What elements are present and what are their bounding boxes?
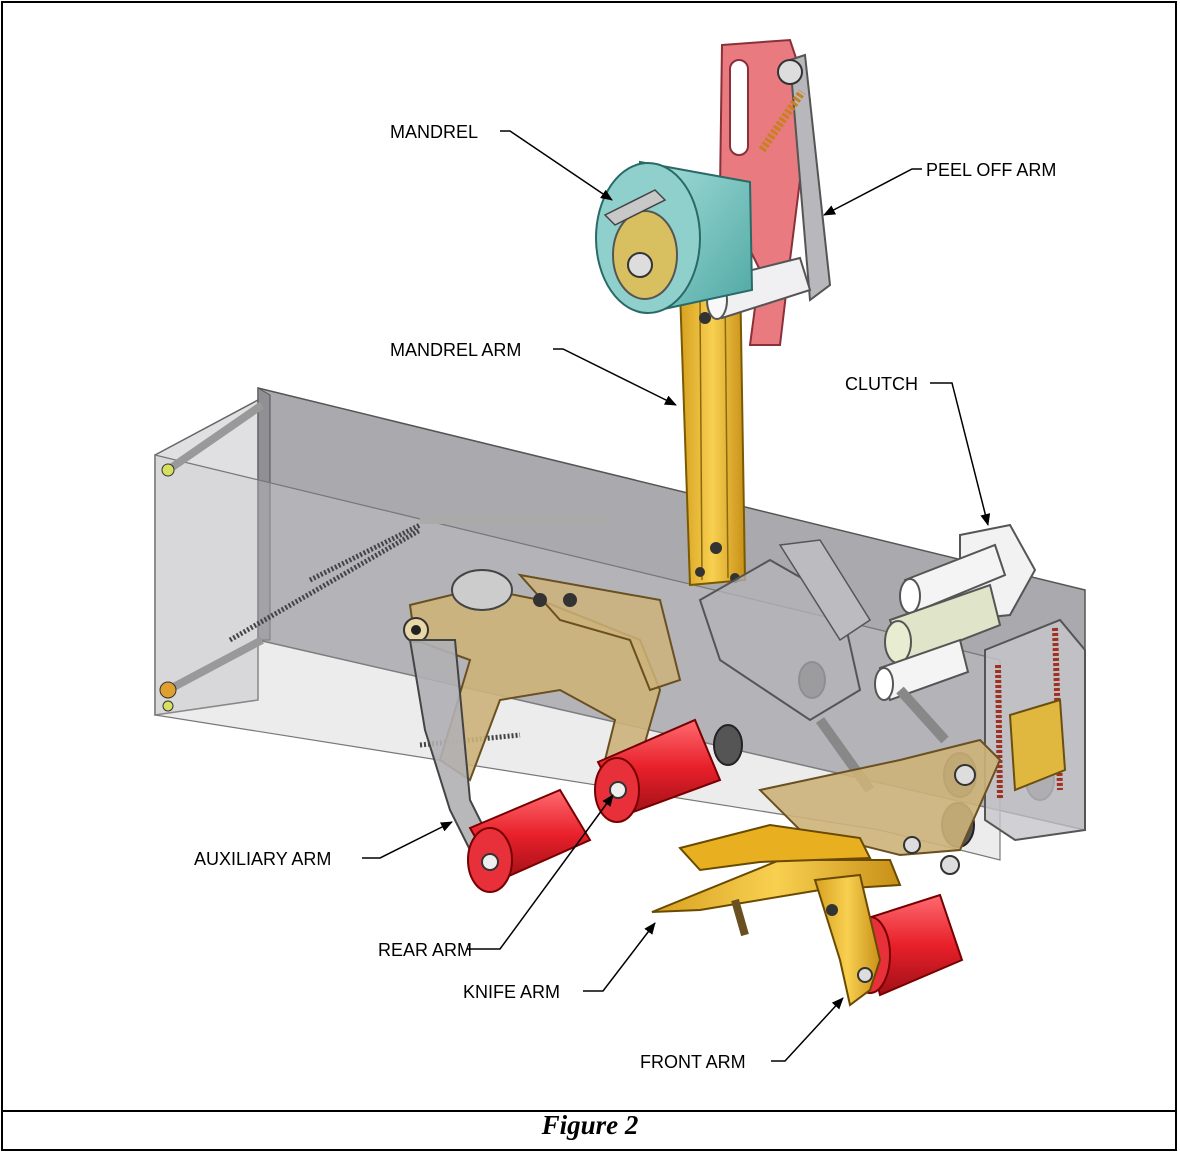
knife-arm-part — [651, 823, 902, 937]
standoff-rods — [159, 401, 610, 712]
leader-lines — [362, 130, 991, 1062]
label-knife-arm: KNIFE ARM — [463, 982, 560, 1002]
leader-knife-arm — [583, 922, 656, 992]
clutch-part — [874, 523, 1037, 702]
label-mandrel: MANDREL — [390, 122, 478, 142]
leader-mandrel — [500, 130, 613, 201]
red-rollers — [467, 718, 964, 997]
label-auxiliary-arm: AUXILIARY ARM — [194, 849, 331, 869]
figure-caption: Figure 2 — [541, 1110, 639, 1140]
leader-mandrel-arm — [553, 348, 677, 406]
label-front-arm: FRONT ARM — [640, 1052, 746, 1072]
front-arm-part — [813, 873, 882, 1007]
label-mandrel-arm: MANDREL ARM — [390, 340, 521, 360]
leader-auxiliary-arm — [362, 821, 453, 859]
mandrel-part — [595, 160, 754, 314]
front-linkage — [757, 738, 1002, 875]
label-clutch: CLUTCH — [845, 374, 918, 394]
right-side-plate — [984, 618, 1086, 842]
leader-rear-arm — [467, 794, 614, 950]
caption-divider — [3, 1110, 1175, 1112]
mechanism-diagram: MANDREL PEEL OFF ARM MANDREL ARM CLUTCH … — [154, 38, 1086, 1072]
leader-clutch — [930, 382, 991, 526]
peel-off-arm-part — [706, 38, 832, 346]
label-peel-off-arm: PEEL OFF ARM — [926, 160, 1056, 180]
leader-front-arm — [771, 997, 844, 1062]
rear-arm-part — [403, 569, 682, 792]
center-linkage — [698, 539, 949, 793]
leader-peel-off-arm — [823, 168, 922, 216]
label-rear-arm: REAR ARM — [378, 940, 472, 960]
